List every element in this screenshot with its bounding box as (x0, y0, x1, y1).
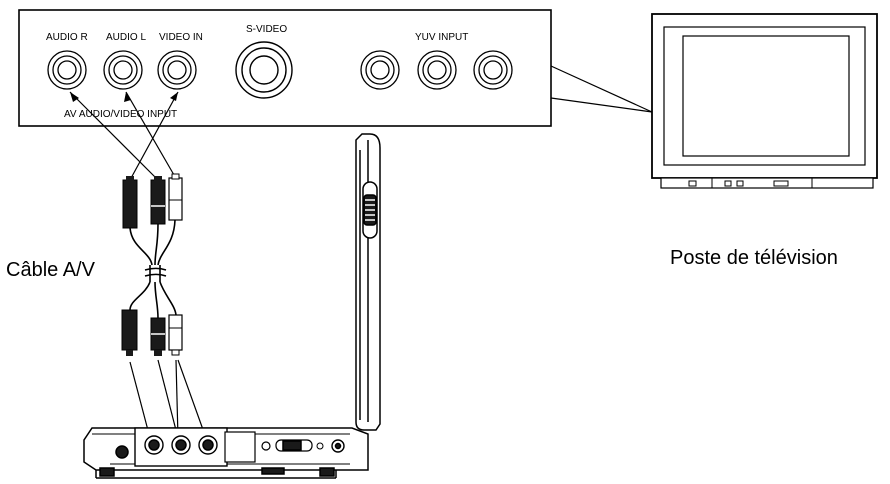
cable-caption: Câble A/V (6, 259, 96, 281)
player-lines (129, 359, 207, 439)
television (651, 13, 878, 189)
callout-lines (550, 65, 653, 113)
video-in-label: VIDEO IN (159, 32, 203, 43)
yuv-input-label: YUV INPUT (415, 32, 468, 43)
bottom-plug-middle (150, 317, 166, 356)
player-lid (355, 133, 381, 431)
arrowheads (70, 92, 178, 102)
tv-caption: Poste de télévision (670, 247, 838, 269)
yuv-y-jack (360, 50, 400, 90)
player-base (83, 427, 369, 479)
top-plug-left (122, 176, 138, 229)
av-input-label: AV AUDIO/VIDEO INPUT (64, 109, 177, 120)
audio-r-jack (47, 50, 87, 90)
audio-l-jack (103, 50, 143, 90)
cable-wires (129, 219, 177, 319)
audio-l-label: AUDIO L (106, 32, 146, 43)
input-panel: AUDIO R AUDIO L VIDEO IN S-VIDEO YUV INP… (18, 9, 552, 127)
video-in-jack (157, 50, 197, 90)
s-video-jack (235, 41, 293, 99)
cable-arrows (69, 91, 179, 181)
top-plug-right (168, 173, 183, 221)
yuv-v-jack (473, 50, 513, 90)
top-plug-middle (150, 176, 166, 225)
bottom-plug-left (121, 309, 138, 356)
s-video-label: S-VIDEO (246, 24, 287, 35)
audio-r-label: AUDIO R (46, 32, 88, 43)
bottom-plug-right (168, 314, 183, 356)
yuv-u-jack (417, 50, 457, 90)
panel-frame (18, 9, 552, 127)
av-cable (69, 91, 207, 439)
dvd-player (83, 133, 381, 479)
